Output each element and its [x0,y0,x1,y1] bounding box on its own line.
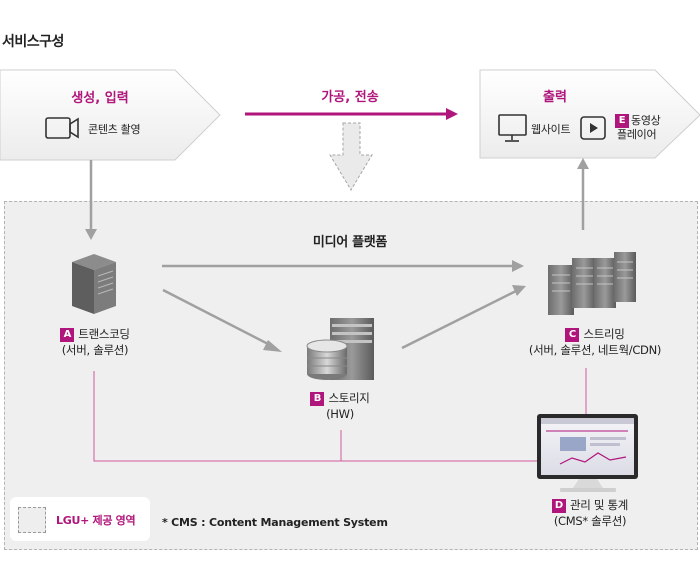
badge-e: E [615,114,629,128]
transfer-label: 가공, 전송 [321,90,379,105]
server-icon-streaming [548,252,636,315]
storage-name: 스토리지 [328,391,370,405]
management-lines [93,368,587,462]
website-label: 웹사이트 [531,123,571,136]
management-sub: (CMS* 솔루션) [553,514,627,528]
badge-d: D [551,498,566,513]
storage-icon [306,318,374,380]
arrow-input-to-transcoding [85,160,97,240]
badge-a: A [60,327,75,342]
storage-sub: (HW) [326,407,354,421]
play-icon [580,116,606,140]
transfer-arrow [245,108,458,120]
camera-icon [45,117,79,139]
badge-c: C [565,327,580,342]
platform-title: 미디어 플랫폼 [312,235,388,250]
monitor-icon [498,114,527,142]
legend-label: LGU+ 제공 영역 [56,514,136,527]
legend: LGU+ 제공 영역 [10,497,150,541]
legend-swatch [18,507,46,533]
transcoding-sub: (서버, 솔루션) [61,343,129,357]
management-monitor-icon [537,414,638,492]
streaming-name: 스트리밍 [583,327,625,341]
video-label-line1: 동영상 [631,114,661,127]
server-icon-transcoding [72,254,116,314]
badge-b: B [310,391,325,406]
arrow-transcoding-to-streaming [162,260,524,272]
transcoding-name: 트랜스코딩 [78,327,130,341]
streaming-sub: (서버, 솔루션, 네트웍/CDN) [528,343,662,357]
input-box-item: 콘텐츠 촬영 [88,123,141,136]
cms-footnote: * CMS : Content Management System [162,516,388,529]
management-name: 관리 및 통계 [569,498,629,512]
arrow-transcoding-to-storage [162,288,282,352]
arrow-streaming-to-output [577,158,589,230]
page-title: 서비스구성 [2,34,64,50]
input-box-title: 생성, 입력 [71,91,129,106]
output-box-title: 출력 [543,90,567,105]
video-label-line2: 플레이어 [617,128,657,141]
arrow-storage-to-streaming [401,285,526,350]
output-box-shape [479,69,700,159]
input-box-shape [0,69,221,161]
hollow-down-arrow [329,122,373,191]
